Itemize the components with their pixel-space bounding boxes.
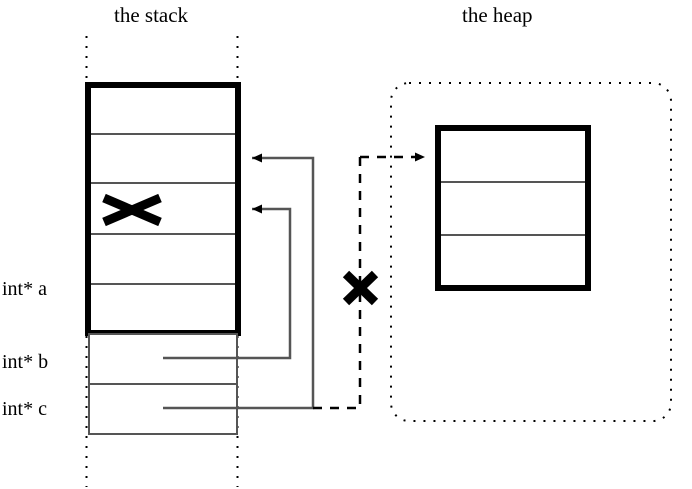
var-label-c: int* c — [2, 398, 47, 420]
heap-region-boundary — [390, 82, 672, 422]
heap-title: the heap — [462, 3, 533, 27]
broken-link-x-mark — [342, 270, 379, 306]
stack-box — [85, 82, 241, 336]
var-label-b: int* b — [2, 351, 49, 373]
heap-box — [435, 125, 591, 291]
var-label-a: int* a — [2, 278, 47, 300]
stack-lower-cells — [88, 333, 238, 435]
strike-x-stack-cell — [102, 193, 162, 227]
pointer-arrow-c — [163, 153, 315, 410]
stack-title: the stack — [114, 3, 189, 27]
pointer-arrow-b — [163, 204, 292, 360]
broken-pointer-dashed-link — [313, 152, 425, 410]
